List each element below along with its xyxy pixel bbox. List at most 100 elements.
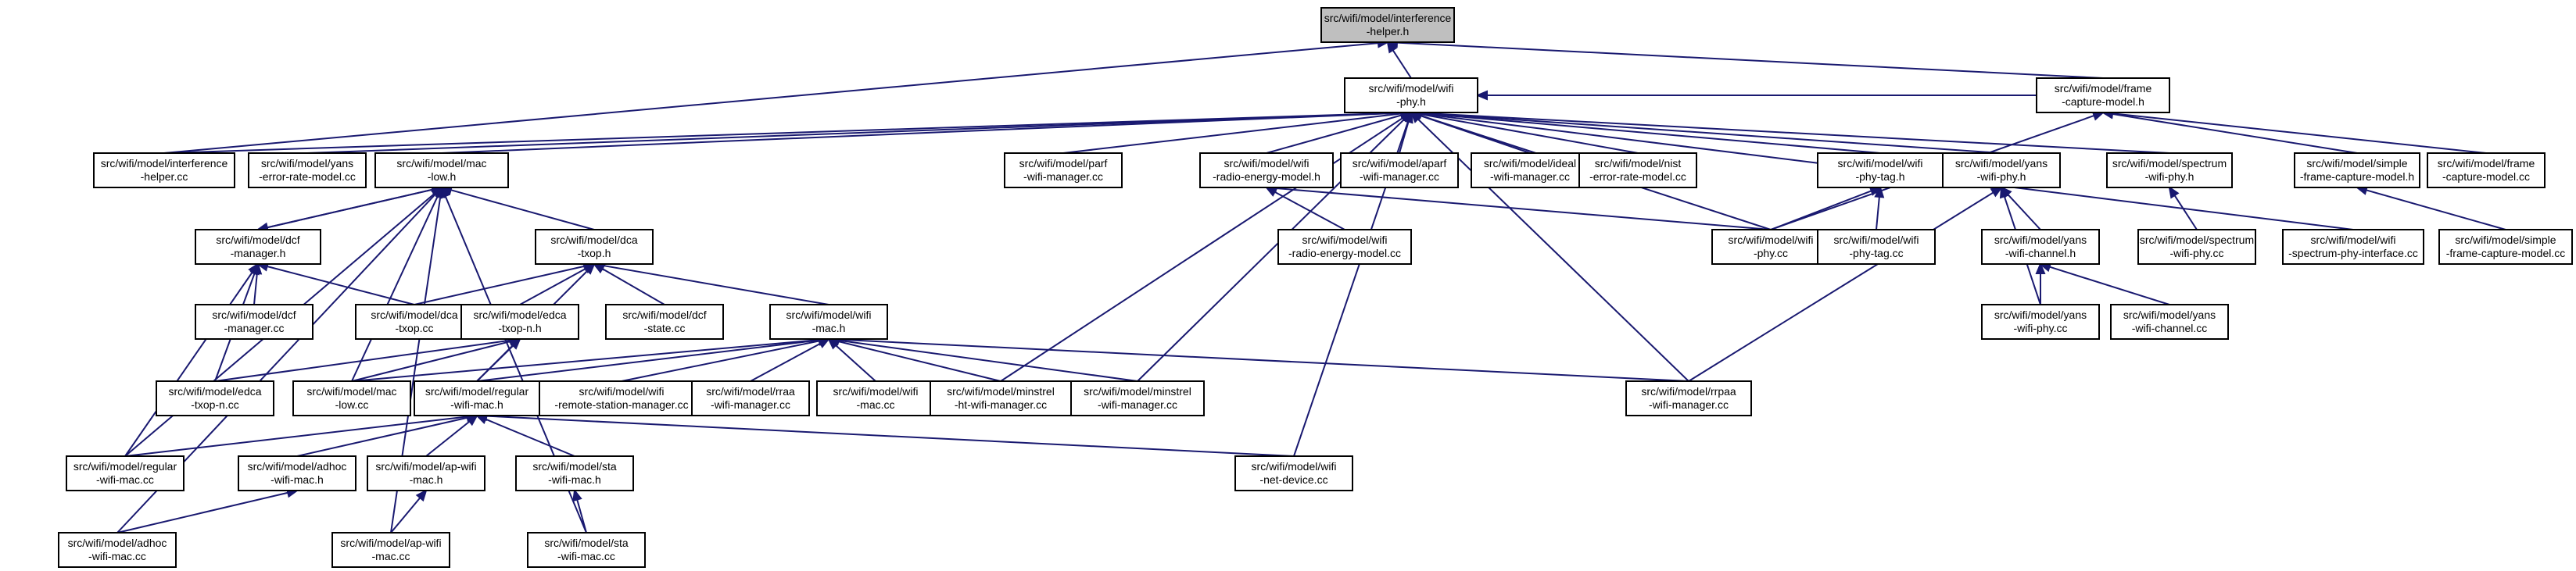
node-label-line: -txop.h xyxy=(578,247,611,259)
node-n3[interactable]: src/wifi/model/interference-helper.cc xyxy=(93,152,235,188)
edge-line xyxy=(1876,196,1880,230)
node-n10[interactable]: src/wifi/model/nist-error-rate-model.cc xyxy=(1578,152,1697,188)
node-n18[interactable]: src/wifi/model/wifi-radio-energy-model.c… xyxy=(1277,229,1412,265)
node-n43[interactable]: src/wifi/model/ap-wifi-mac.h xyxy=(367,455,485,491)
edge-line xyxy=(450,189,595,230)
edge-line xyxy=(306,112,1403,154)
node-n12[interactable]: src/wifi/model/yans-wifi-phy.h xyxy=(1942,152,2061,188)
node-n2[interactable]: src/wifi/model/frame-capture-model.h xyxy=(2036,77,2170,113)
node-n20[interactable]: src/wifi/model/wifi-phy-tag.cc xyxy=(1817,229,1936,265)
node-n33[interactable]: src/wifi/model/mac-low.cc xyxy=(292,380,411,416)
node-label-line: src/wifi/model/wifi xyxy=(1224,157,1309,170)
edge-line xyxy=(296,416,468,457)
node-n19[interactable]: src/wifi/model/wifi-phy.cc xyxy=(1711,229,1830,265)
node-label-line: src/wifi/model/edca xyxy=(168,385,261,398)
node-n46[interactable]: src/wifi/model/adhoc-wifi-mac.cc xyxy=(58,532,177,568)
node-n17[interactable]: src/wifi/model/dca-txop.h xyxy=(535,229,654,265)
node-label-line: src/wifi/model/yans xyxy=(1994,234,2087,246)
node-label-line: src/wifi/model/adhoc xyxy=(248,460,347,473)
arrow-head-icon xyxy=(1990,186,2004,198)
node-box xyxy=(2137,229,2256,265)
node-n11[interactable]: src/wifi/model/wifi-phy-tag.h xyxy=(1817,152,1944,188)
node-box xyxy=(539,380,704,416)
node-n28[interactable]: src/wifi/model/dcf-state.cc xyxy=(605,304,724,340)
edge-n26-to-n16 xyxy=(256,261,415,305)
node-n4[interactable]: src/wifi/model/yans-error-rate-model.cc xyxy=(248,152,367,188)
node-n23[interactable]: src/wifi/model/wifi-spectrum-phy-interfa… xyxy=(2282,229,2424,265)
node-n14[interactable]: src/wifi/model/simple-frame-capture-mode… xyxy=(2294,152,2420,188)
node-n39[interactable]: src/wifi/model/minstrel-wifi-manager.cc xyxy=(1070,380,1205,416)
edge-n35-to-n29 xyxy=(621,336,831,382)
node-n32[interactable]: src/wifi/model/edca-txop-n.cc xyxy=(156,380,274,416)
node-n29[interactable]: src/wifi/model/wifi-mac.h xyxy=(769,304,888,340)
node-n40[interactable]: src/wifi/model/rrpaa-wifi-manager.cc xyxy=(1625,380,1752,416)
edge-line xyxy=(351,195,439,382)
node-label-line: -spectrum-phy-interface.cc xyxy=(2288,247,2418,259)
node-n27[interactable]: src/wifi/model/edca-txop-n.h xyxy=(460,304,579,340)
node-n36[interactable]: src/wifi/model/rraa-wifi-manager.cc xyxy=(691,380,810,416)
node-n38[interactable]: src/wifi/model/minstrel-ht-wifi-manager.… xyxy=(930,380,1072,416)
edge-n42-to-n34 xyxy=(296,412,479,457)
edge-n34-to-n27 xyxy=(476,337,521,382)
node-n30[interactable]: src/wifi/model/yans-wifi-phy.cc xyxy=(1981,304,2100,340)
node-label-line: -wifi-manager.cc xyxy=(1023,170,1103,183)
node-label-line: src/wifi/model/wifi xyxy=(833,385,919,398)
node-label-line: -phy.h xyxy=(1396,95,1426,108)
node-n48[interactable]: src/wifi/model/sta-wifi-mac.cc xyxy=(527,532,646,568)
node-label-line: -mac.h xyxy=(410,473,443,486)
node-box xyxy=(2282,229,2424,265)
edge-line xyxy=(1392,49,1412,79)
node-n7[interactable]: src/wifi/model/wifi-radio-energy-model.h xyxy=(1199,152,1334,188)
node-box xyxy=(515,455,634,491)
node-box xyxy=(156,380,274,416)
node-n6[interactable]: src/wifi/model/parf-wifi-manager.cc xyxy=(1004,152,1123,188)
arrow-head-icon xyxy=(583,262,596,275)
node-n8[interactable]: src/wifi/model/aparf-wifi-manager.cc xyxy=(1340,152,1459,188)
node-n47[interactable]: src/wifi/model/ap-wifi-mac.cc xyxy=(331,532,450,568)
node-n24[interactable]: src/wifi/model/simple-frame-capture-mode… xyxy=(2438,229,2573,265)
node-n31[interactable]: src/wifi/model/yans-wifi-channel.cc xyxy=(2110,304,2229,340)
node-n26[interactable]: src/wifi/model/dca-txop.cc xyxy=(355,304,474,340)
node-box xyxy=(1277,229,1412,265)
node-box xyxy=(374,152,509,188)
edge-line xyxy=(351,339,820,382)
node-n37[interactable]: src/wifi/model/wifi-mac.cc xyxy=(816,380,935,416)
node-n21[interactable]: src/wifi/model/yans-wifi-channel.h xyxy=(1981,229,2100,265)
node-n1[interactable]: src/wifi/model/wifi-phy.h xyxy=(1344,77,1478,113)
node-n16[interactable]: src/wifi/model/dcf-manager.h xyxy=(195,229,321,265)
node-n35[interactable]: src/wifi/model/wifi-remote-station-manag… xyxy=(539,380,704,416)
node-label-line: -manager.h xyxy=(231,247,286,259)
node-label-line: -txop-n.h xyxy=(498,322,541,334)
node-box xyxy=(1981,304,2100,340)
node-label-line: src/wifi/model/wifi xyxy=(1838,157,1923,170)
node-label-line: src/wifi/model/edca xyxy=(473,309,566,321)
node-n42[interactable]: src/wifi/model/adhoc-wifi-mac.h xyxy=(238,455,356,491)
node-n45[interactable]: src/wifi/model/wifi-net-device.cc xyxy=(1234,455,1353,491)
node-box xyxy=(2106,152,2233,188)
edge-n47-to-n43 xyxy=(390,489,428,534)
edge-n44-to-n34 xyxy=(475,414,575,457)
node-n9[interactable]: src/wifi/model/ideal-wifi-manager.cc xyxy=(1471,152,1589,188)
node-n25[interactable]: src/wifi/model/dcf-manager.cc xyxy=(195,304,313,340)
node-label-line: src/wifi/model/frame xyxy=(2438,157,2535,170)
node-n22[interactable]: src/wifi/model/spectrum-wifi-phy.cc xyxy=(2137,229,2256,265)
edge-n19-to-n7 xyxy=(1264,183,1772,230)
node-n15[interactable]: src/wifi/model/frame-capture-model.cc xyxy=(2427,152,2546,188)
node-n0[interactable]: src/wifi/model/interference-helper.h xyxy=(1320,7,1455,43)
edge-line xyxy=(2112,112,2487,154)
edge-line xyxy=(2366,189,2506,230)
node-n34[interactable]: src/wifi/model/regular-wifi-mac.h xyxy=(414,380,540,416)
node-label-line: -wifi-phy.cc xyxy=(2170,247,2224,259)
node-n13[interactable]: src/wifi/model/spectrum-wifi-phy.h xyxy=(2106,152,2233,188)
node-label-line: src/wifi/model/dca xyxy=(550,234,637,246)
node-label-line: src/wifi/model/wifi xyxy=(1834,234,1919,246)
edge-line xyxy=(476,344,514,382)
node-n41[interactable]: src/wifi/model/regular-wifi-mac.cc xyxy=(66,455,185,491)
edge-line xyxy=(124,416,468,457)
node-label-line: src/wifi/model/wifi xyxy=(1302,234,1388,246)
node-n44[interactable]: src/wifi/model/sta-wifi-mac.h xyxy=(515,455,634,491)
node-n5[interactable]: src/wifi/model/mac-low.h xyxy=(374,152,509,188)
edge-line xyxy=(2007,194,2041,230)
edge-n19-to-n11 xyxy=(1770,186,1883,230)
